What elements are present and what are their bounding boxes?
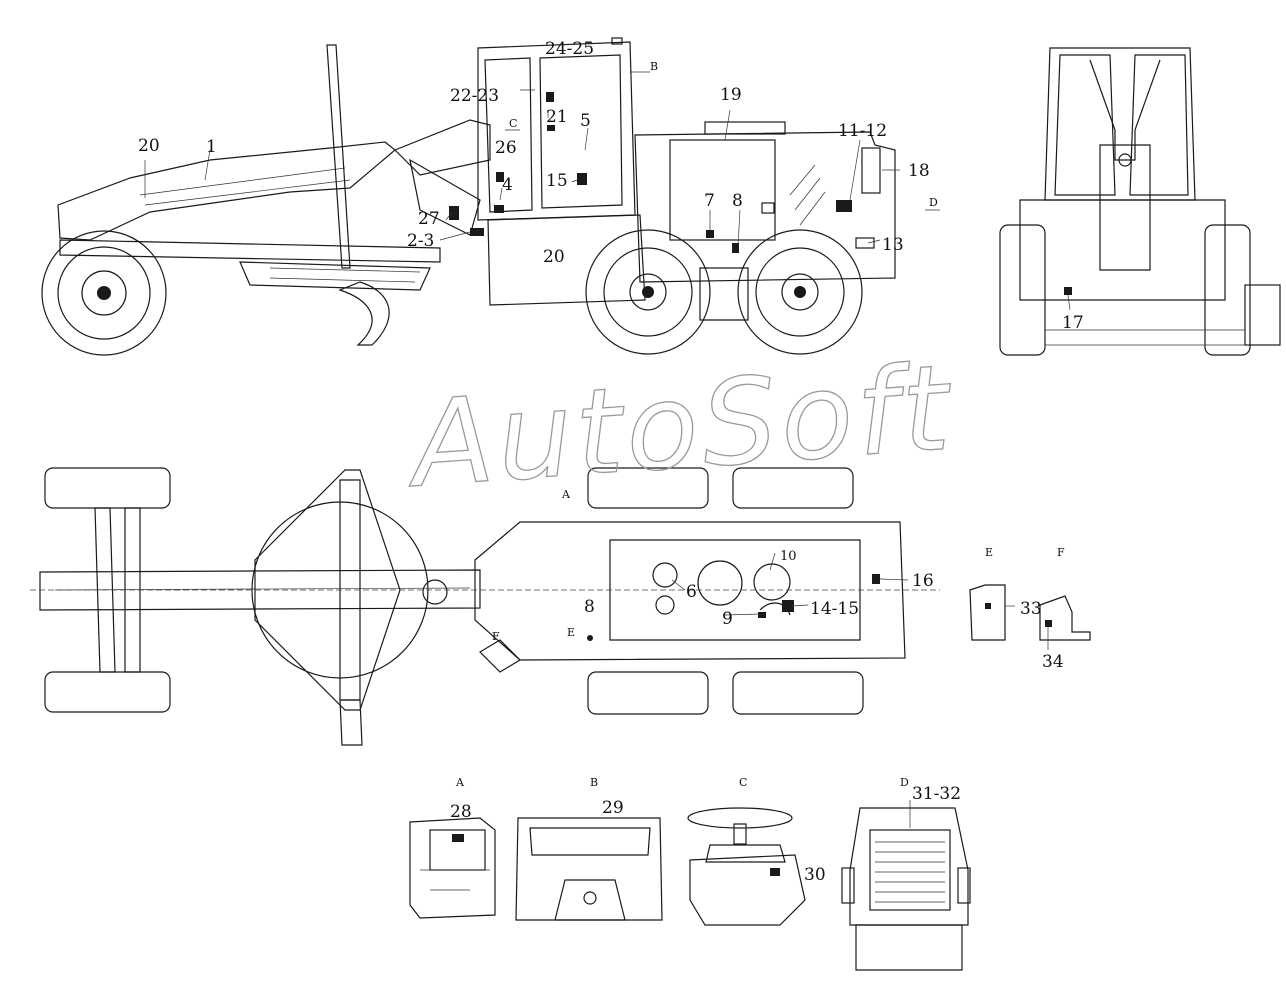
side-view [41,37,900,356]
callout-16: 16 [912,571,934,591]
callout-20-front: 20 [138,136,160,156]
callout-14-15: 14-15 [810,599,859,619]
callout-27: 27 [418,209,440,229]
callout-17: 17 [1062,313,1084,333]
callout-22-23: 22-23 [450,86,499,106]
side-cab [449,37,646,306]
callout-6: 6 [686,582,697,602]
callout-10: 10 [780,549,797,564]
detail-title-a: A [455,776,465,789]
view-marker-e: E [567,626,575,639]
callout-28: 28 [450,802,472,822]
callout-21: 21 [546,107,568,127]
callout-11-12: 11-12 [838,121,887,141]
detail-b [515,817,663,921]
view-marker-f: F [492,630,500,643]
callout-20-cab: 20 [543,247,565,267]
detail-a [409,817,496,919]
detail-c [687,807,806,926]
callout-34: 34 [1042,652,1064,672]
callout-7: 7 [704,191,715,211]
side-front-wheel [41,230,167,356]
top-view [30,467,940,746]
callout-13: 13 [882,235,904,255]
callout-9: 9 [722,609,733,629]
detail-title-e: E [985,546,993,559]
callout-5: 5 [580,111,591,131]
callout-26: 26 [495,138,517,158]
detail-e [969,584,1015,641]
callout-19: 19 [720,85,742,105]
view-marker-a: A [561,488,571,501]
side-rear-wheels [585,229,863,355]
callout-8-top: 8 [584,597,595,617]
callout-24-25: 24-25 [545,39,594,59]
detail-title-f: F [1057,546,1065,559]
callout-1: 1 [206,137,217,157]
callout-15: 15 [546,171,568,191]
callout-18: 18 [908,161,930,181]
callout-4: 4 [502,175,513,195]
callout-2-3: 2-3 [407,231,434,251]
callout-31-32: 31-32 [912,784,961,804]
detail-title-c: C [739,776,747,789]
detail-title-d: D [900,776,909,789]
detail-title-b: B [590,776,598,789]
view-marker-c: C [509,117,517,130]
callout-30: 30 [804,865,826,885]
callout-8-side: 8 [732,191,743,211]
detail-f [1039,595,1091,650]
callout-33: 33 [1020,599,1042,619]
view-marker-b: B [650,60,658,73]
rear-view [999,47,1281,356]
view-marker-d: D [929,196,938,209]
callout-29: 29 [602,798,624,818]
detail-d [841,800,971,971]
side-engine-cover [634,121,896,283]
